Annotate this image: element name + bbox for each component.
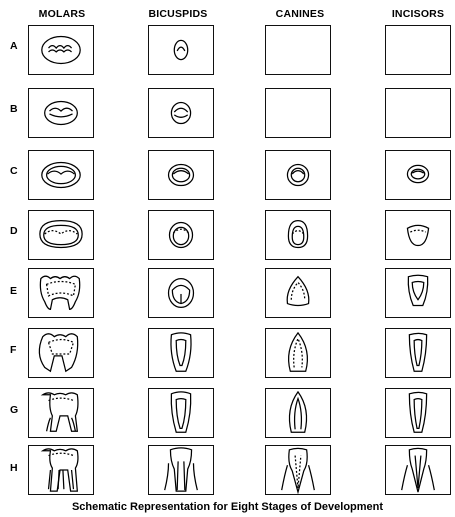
bicuspid-cusp-outline-icon (149, 151, 213, 199)
row-label-b: B (10, 103, 18, 115)
cell-d-molars (28, 210, 94, 260)
cell-f-molars (28, 328, 94, 378)
cell-f-canines (265, 328, 331, 378)
cell-f-incisors (385, 328, 451, 378)
row-label-h: H (10, 462, 18, 474)
cell-h-molars (28, 445, 94, 495)
molar-crypt-early-icon (29, 26, 93, 74)
cell-g-molars (28, 388, 94, 438)
row-label-g: G (10, 404, 18, 416)
bicuspid-root-complete-icon (149, 446, 213, 494)
cell-a-canines (265, 25, 331, 75)
cell-e-molars (28, 268, 94, 318)
column-header-bicuspids: BICUSPIDS (143, 8, 213, 20)
cell-a-molars (28, 25, 94, 75)
molar-cusp-fusion-icon (29, 89, 93, 137)
incisor-crown-half-icon (386, 211, 450, 259)
cell-d-bicuspids (148, 210, 214, 260)
bicuspid-crown-complete-icon (149, 269, 213, 317)
cell-d-canines (265, 210, 331, 260)
incisor-root-complete-icon (386, 446, 450, 494)
incisor-root-quarter-icon (386, 329, 450, 377)
cell-c-bicuspids (148, 150, 214, 200)
cell-c-incisors (385, 150, 451, 200)
canine-root-complete-icon (266, 446, 330, 494)
row-label-e: E (10, 285, 17, 297)
incisor-incisal-outline-icon (386, 151, 450, 199)
molar-root-quarter-icon (29, 329, 93, 377)
column-header-canines: CANINES (265, 8, 335, 20)
incisor-crown-complete-icon (386, 269, 450, 317)
figure-caption: Schematic Representation for Eight Stage… (0, 501, 455, 513)
cell-b-incisors (385, 88, 451, 138)
bicuspid-root-half-icon (149, 389, 213, 437)
cell-f-bicuspids (148, 328, 214, 378)
cell-c-molars (28, 150, 94, 200)
cell-h-canines (265, 445, 331, 495)
incisor-root-half-icon (386, 389, 450, 437)
bicuspid-crypt-early-icon (149, 26, 213, 74)
cell-a-bicuspids (148, 25, 214, 75)
bicuspid-crown-half-icon (149, 211, 213, 259)
cell-h-incisors (385, 445, 451, 495)
cell-a-incisors (385, 25, 451, 75)
row-label-d: D (10, 225, 18, 237)
canine-root-half-icon (266, 389, 330, 437)
row-label-c: C (10, 165, 18, 177)
cell-b-molars (28, 88, 94, 138)
molar-crown-complete-icon (29, 269, 93, 317)
cell-e-incisors (385, 268, 451, 318)
canine-crown-half-icon (266, 211, 330, 259)
molar-root-half-icon (29, 389, 93, 437)
molar-crown-half-icon (29, 211, 93, 259)
molar-root-complete-icon (29, 446, 93, 494)
cell-b-canines (265, 88, 331, 138)
cell-c-canines (265, 150, 331, 200)
cell-g-canines (265, 388, 331, 438)
cell-e-bicuspids (148, 268, 214, 318)
bicuspid-cusp-fusion-icon (149, 89, 213, 137)
row-label-f: F (10, 344, 16, 356)
cell-d-incisors (385, 210, 451, 260)
bicuspid-root-quarter-icon (149, 329, 213, 377)
cell-e-canines (265, 268, 331, 318)
cell-h-bicuspids (148, 445, 214, 495)
canine-cusp-outline-icon (266, 151, 330, 199)
row-label-a: A (10, 40, 18, 52)
column-header-molars: MOLARS (32, 8, 92, 20)
cell-g-incisors (385, 388, 451, 438)
cell-g-bicuspids (148, 388, 214, 438)
column-header-incisors: INCISORS (383, 8, 453, 20)
molar-occlusal-outline-icon (29, 151, 93, 199)
cell-b-bicuspids (148, 88, 214, 138)
canine-root-quarter-icon (266, 329, 330, 377)
canine-crown-complete-icon (266, 269, 330, 317)
